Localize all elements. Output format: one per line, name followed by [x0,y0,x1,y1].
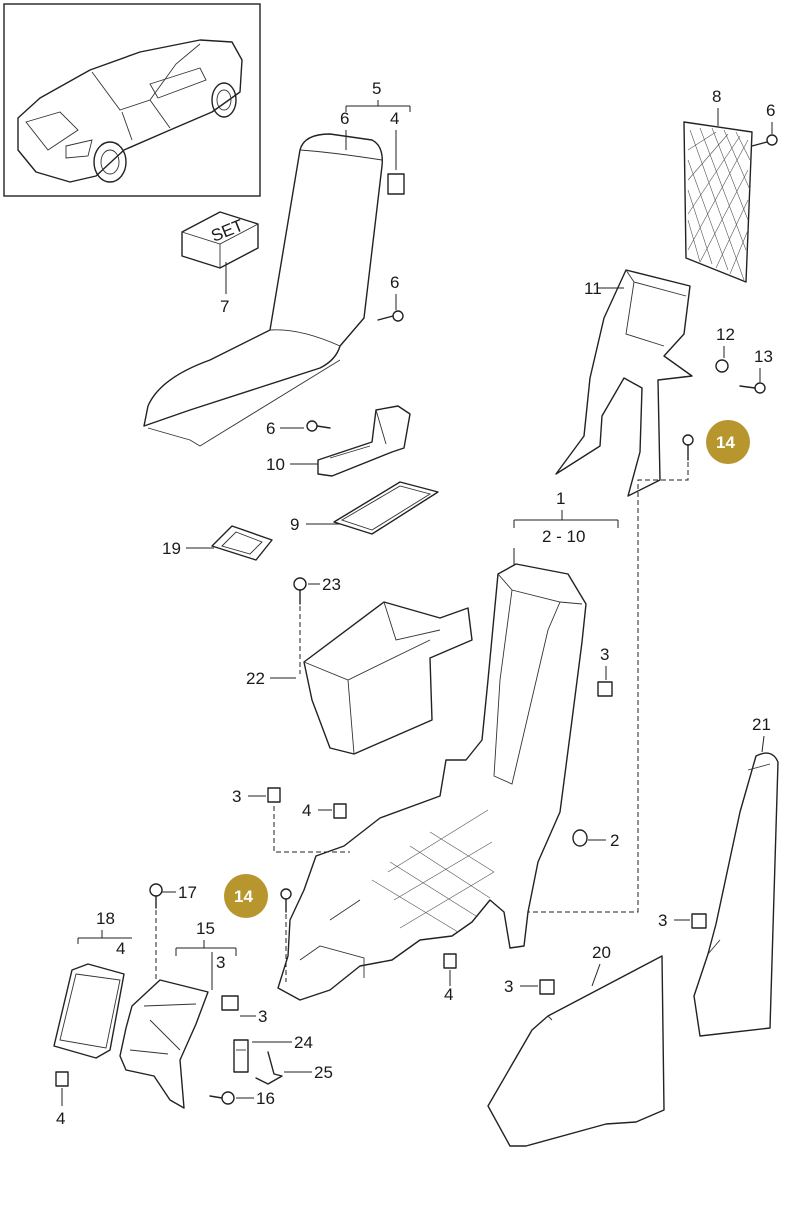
mesh-panel [683,121,753,283]
lid-cover [53,963,125,1059]
tray-mat [333,481,439,535]
callout-6c: 6 [266,419,275,438]
callout-23: 23 [322,575,341,594]
screw [682,434,694,461]
vehicle-thumbnail [3,3,261,197]
callout-4b: 4 [302,801,311,820]
console-body [277,563,587,1001]
highlight-callout-14-upper[interactable]: 14 [706,420,750,464]
callout-25: 25 [314,1063,333,1082]
callout-2: 2 [610,831,619,850]
side-panel-right [693,752,779,1037]
screw [293,577,307,605]
callout-1: 1 [556,489,565,508]
screw [280,888,292,913]
callout-19: 19 [162,539,181,558]
callout-6d: 6 [766,101,775,120]
callout-3c: 3 [216,953,225,972]
callout-24: 24 [294,1033,313,1052]
side-panel-left [487,955,665,1147]
screw [209,1091,235,1105]
armrest-cushion [143,133,383,447]
highlight-callout-14-lower[interactable]: 14 [224,874,268,918]
rear-bracket [555,269,693,497]
callout-17: 17 [178,883,197,902]
callout-21: 21 [752,715,771,734]
screw [751,134,778,147]
screw [377,310,404,322]
callout-3b: 3 [232,787,241,806]
callout-7: 7 [220,297,229,316]
socket-part [233,1039,249,1073]
callout-4a: 4 [390,109,399,128]
screw [739,382,766,394]
callout-15: 15 [196,919,215,938]
callout-14a: 14 [716,433,735,452]
callout-6b: 6 [390,273,399,292]
callout-10: 10 [266,455,285,474]
callout-6a: 6 [340,109,349,128]
screw [149,883,163,909]
callout-13: 13 [754,347,773,366]
callout-3d: 3 [258,1007,267,1026]
callout-12: 12 [716,325,735,344]
callout-5: 5 [372,79,381,98]
callout-3a: 3 [600,645,609,664]
storage-bin [303,601,473,755]
cup-holder-frame [119,979,209,1109]
callout-14-badge [224,874,268,918]
callout-14b: 14 [234,887,253,906]
callout-4e: 4 [56,1109,65,1128]
callout-22: 22 [246,669,265,688]
callout-14-badge [706,420,750,464]
callout-4d: 4 [116,939,125,958]
callout-9: 9 [290,515,299,534]
screw [306,420,331,432]
set-box: SET [181,211,259,269]
callout-20: 20 [592,943,611,962]
callout-4c: 4 [444,985,453,1004]
hinge-bracket [317,405,411,477]
callout-2-10: 2 - 10 [542,527,585,546]
callout-3f: 3 [658,911,667,930]
small-tray [211,525,273,561]
callout-16: 16 [256,1089,275,1108]
callout-11: 11 [584,279,602,298]
callout-3e: 3 [504,977,513,996]
callout-8: 8 [712,87,721,106]
callout-18: 18 [96,909,115,928]
